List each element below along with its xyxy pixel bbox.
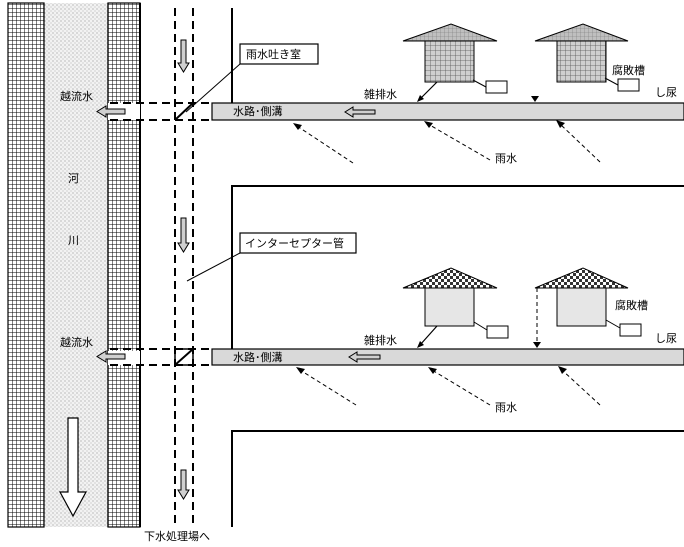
septic-tank-top-1 <box>485 80 508 94</box>
graywater-label-bottom: 雑排水 <box>364 333 397 347</box>
river-left-wall <box>7 2 45 528</box>
interceptor-label: インターセプター管 <box>245 236 344 250</box>
rain-label-bottom: 雨水 <box>495 401 517 414</box>
house-bottom-2 <box>534 267 629 327</box>
nightsoil-label-bottom: し尿 <box>655 332 677 345</box>
interceptor-flow-arrow-icon <box>177 39 190 500</box>
house-bottom-1 <box>402 267 498 327</box>
overflow-arrow-icon <box>96 105 126 363</box>
house-top-1 <box>402 23 498 83</box>
river-flow-arrow-icon <box>58 417 88 518</box>
river-label-1: 河 <box>68 172 79 185</box>
graywater-label-top: 雑排水 <box>364 87 397 101</box>
septic-label-bottom: 腐敗槽 <box>615 298 648 312</box>
channel-label-bottom: 水路･側溝 <box>233 351 283 364</box>
rain-chamber-label: 雨水吐き室 <box>246 47 301 61</box>
weir-top <box>174 102 194 121</box>
channel-label-top: 水路･側溝 <box>233 105 283 118</box>
septic-label-top: 腐敗槽 <box>612 63 645 77</box>
weir-bottom <box>174 348 194 366</box>
rain-arrow-icon <box>296 123 601 164</box>
rain-arrow-bottom-icon <box>299 369 601 406</box>
channel-top <box>211 102 684 121</box>
inlet-marker-top <box>531 96 539 102</box>
rain-chamber-callout <box>239 43 319 65</box>
overflow-label-bottom: 越流水 <box>60 335 93 349</box>
river-right-wall <box>107 2 141 528</box>
to-treatment-label: 下水処理場へ <box>144 530 210 543</box>
rain-label-top: 雨水 <box>495 152 517 165</box>
block-bottom-edge <box>231 430 684 527</box>
channel-bottom <box>211 348 684 366</box>
interceptor-callout <box>239 232 357 254</box>
block-middle-edge <box>231 185 684 351</box>
septic-tank-bottom-1 <box>486 325 509 339</box>
septic-tank-bottom-2 <box>619 323 642 337</box>
septic-tank-top-2 <box>617 78 640 92</box>
channel-flow-arrow-icon <box>344 106 381 363</box>
overflow-label-top: 越流水 <box>60 89 93 103</box>
nightsoil-label-top: し尿 <box>655 86 677 99</box>
house-top-2 <box>534 23 629 83</box>
river-label-2: 川 <box>68 234 79 247</box>
